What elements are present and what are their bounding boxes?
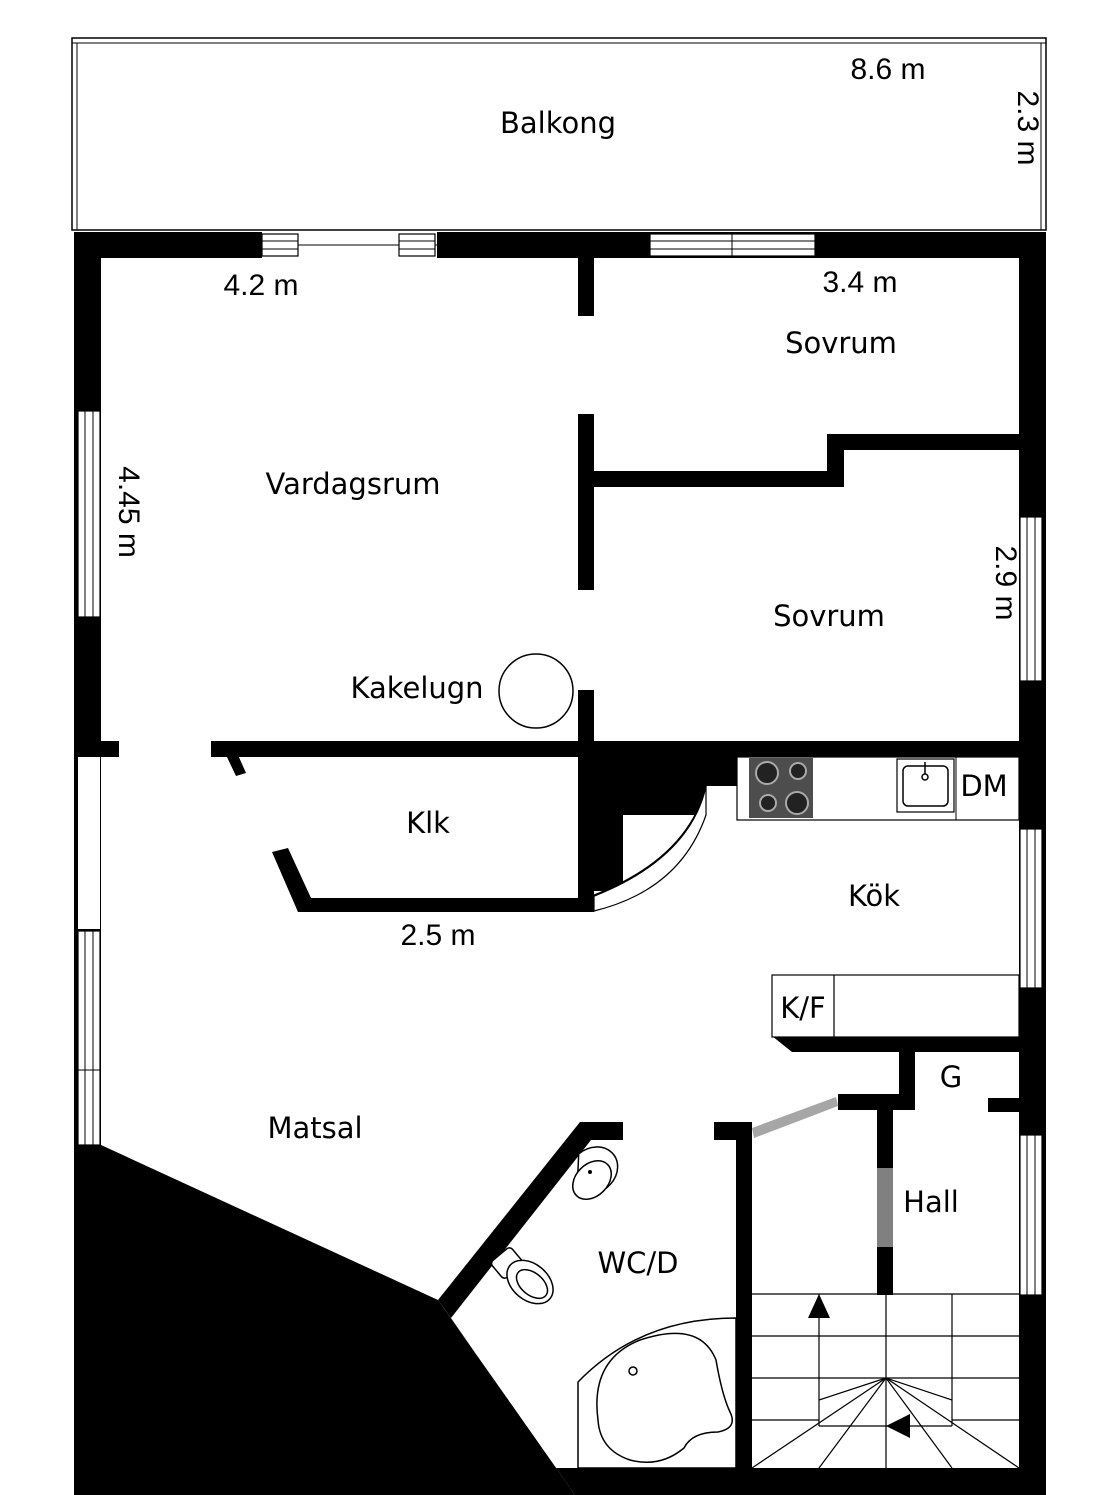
dim-balcony-depth: 2.3 m: [1011, 90, 1044, 165]
label-fridge-freezer: K/F: [780, 991, 825, 1025]
washbasin-icon: [572, 1146, 619, 1200]
dim-closet-width: 2.5 m: [400, 919, 475, 952]
fridge-freezer-unit: [771, 974, 1020, 1038]
staircase: [751, 1293, 1020, 1469]
stair-arrow-up-icon: [808, 1294, 830, 1318]
dim-living-width: 4.2 m: [223, 269, 298, 302]
label-dining-room: Matsal: [267, 1111, 362, 1145]
interior-walls: [101, 258, 1019, 1495]
label-bedroom-2: Sovrum: [773, 599, 885, 633]
windows: [77, 232, 1043, 1296]
bathtub-icon: [577, 1317, 737, 1469]
label-tiled-stove: Kakelugn: [350, 671, 483, 705]
label-dishwasher: DM: [960, 769, 1007, 803]
label-closet: Klk: [406, 806, 450, 840]
dim-bedroom-width: 3.4 m: [822, 266, 897, 299]
dim-balcony-width: 8.6 m: [850, 53, 925, 86]
balcony: [71, 37, 1047, 231]
dim-bedroom-depth: 2.9 m: [989, 545, 1022, 620]
label-kitchen: Kök: [848, 879, 900, 913]
tiled-stove-circle: [498, 653, 574, 729]
kitchen-counter: [736, 756, 1020, 821]
label-balcony: Balkong: [500, 106, 616, 140]
toilet-icon: [490, 1247, 554, 1305]
label-living-room: Vardagsrum: [265, 467, 440, 501]
dim-living-depth: 4.45 m: [112, 466, 145, 558]
exterior-walls: [74, 232, 1046, 1495]
label-hall: Hall: [903, 1185, 959, 1219]
stair-arrow-left-icon: [886, 1414, 910, 1438]
label-wardrobe: G: [940, 1060, 962, 1094]
label-bedroom-1: Sovrum: [785, 326, 897, 360]
label-bathroom: WC/D: [597, 1246, 678, 1280]
